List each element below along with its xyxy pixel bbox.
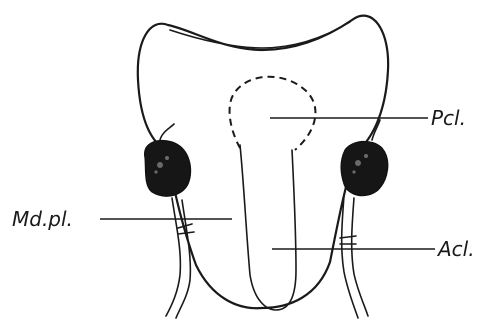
left-mandible-inner <box>176 200 190 318</box>
right-mandible-outer <box>342 196 358 318</box>
postclypeus-dashed-outline <box>230 77 316 150</box>
left-eye <box>145 141 191 197</box>
label-mdpl: Md.pl. <box>12 207 73 231</box>
label-acl: Acl. <box>436 237 475 261</box>
right-eye <box>341 141 388 195</box>
right-mandible-inner <box>352 198 368 316</box>
left-mandible-outer <box>166 198 180 316</box>
left-antenna-base <box>160 124 174 140</box>
label-pcl: Pcl. <box>431 106 466 130</box>
clypeus-outline <box>240 145 296 310</box>
